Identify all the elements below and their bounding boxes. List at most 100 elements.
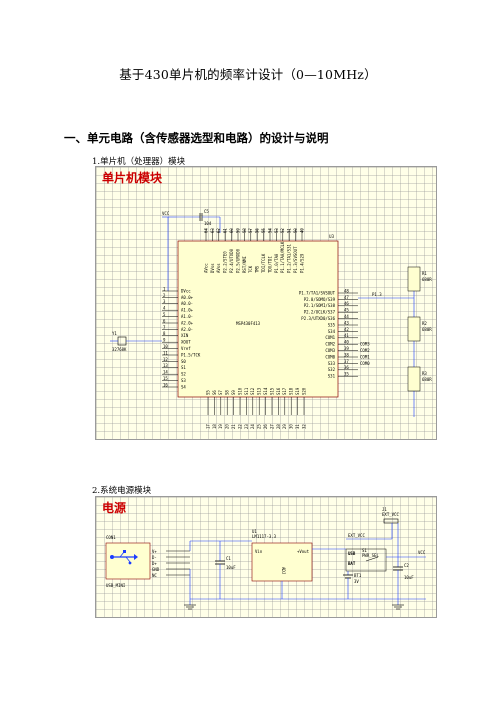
bottom-pin-number: 29 bbox=[282, 424, 287, 429]
resistor-body bbox=[407, 316, 421, 342]
chip-name: MSP430F413 bbox=[236, 321, 261, 326]
top-pin-label: P2.5/URXD0 bbox=[235, 248, 240, 273]
resistor-value: 680R bbox=[422, 277, 432, 282]
top-pin-number: 55 bbox=[261, 228, 266, 233]
right-pin-number: 43 bbox=[344, 320, 349, 325]
crystal-value: 32768K bbox=[112, 347, 127, 352]
bottom-pin-number: 28 bbox=[276, 424, 281, 429]
right-pin-number: 37 bbox=[344, 359, 349, 364]
right-pin-number: 47 bbox=[344, 295, 349, 300]
left-pin-number: 8 bbox=[163, 331, 166, 336]
top-pin-label: TDI/TCLK bbox=[261, 253, 266, 273]
left-pin-number: 16 bbox=[163, 382, 168, 387]
top-pin-label: AVcc bbox=[203, 263, 208, 273]
c2-value: 10uF bbox=[404, 575, 414, 580]
top-pin-label: TCK bbox=[248, 265, 253, 273]
bottom-pin-number: 22 bbox=[237, 424, 242, 429]
resistor-value: 680R bbox=[422, 377, 432, 382]
top-pin-number: 59 bbox=[235, 228, 240, 233]
top-pin-number: 54 bbox=[267, 228, 272, 233]
bottom-pin-label: S18 bbox=[289, 387, 294, 395]
top-pin-label: P2.4/UTXD0 bbox=[229, 248, 234, 273]
left-pin-label: S0 bbox=[181, 359, 186, 364]
bottom-pin-label: S8 bbox=[225, 390, 230, 395]
right-pin-number: 45 bbox=[344, 308, 349, 313]
bottom-pin-label: S17 bbox=[282, 387, 287, 395]
jumper-ref: J1 bbox=[382, 507, 387, 512]
left-pin-label: DVcc bbox=[181, 288, 191, 293]
top-pin-label: AVss bbox=[216, 263, 221, 273]
usb-pin-1: V+ bbox=[152, 549, 157, 554]
top-pin-label: P1.4/S29 bbox=[299, 253, 304, 273]
left-pin-number: 12 bbox=[163, 357, 168, 362]
resistor-ref: R2 bbox=[422, 321, 427, 326]
top-pin-number: 62 bbox=[216, 228, 221, 233]
resistor-body bbox=[407, 266, 421, 292]
net-label-p13: P1.3 bbox=[372, 292, 382, 297]
right-pin-label: P2.0/SOMO/S39 bbox=[304, 297, 336, 302]
right-pin-net: COM1 bbox=[360, 354, 370, 359]
resistor-value: 680R bbox=[422, 327, 432, 332]
right-pin-net: COM0 bbox=[360, 361, 370, 366]
top-pin-number: 56 bbox=[255, 228, 260, 233]
left-pin-number: 14 bbox=[163, 370, 168, 375]
bottom-pin-label: S14 bbox=[263, 387, 268, 395]
battery-value: 3V bbox=[354, 579, 359, 584]
right-pin-number: 36 bbox=[344, 365, 349, 370]
crystal-symbol bbox=[117, 336, 127, 346]
right-pin-label: COM1 bbox=[325, 335, 335, 340]
right-pin-number: 38 bbox=[344, 352, 349, 357]
left-pin-number: 7 bbox=[163, 325, 166, 330]
bottom-pin-label: S5 bbox=[205, 390, 210, 395]
jumper-j1[interactable] bbox=[383, 518, 399, 524]
bottom-pin-number: 23 bbox=[244, 424, 249, 429]
bottom-pin-number: 19 bbox=[218, 424, 223, 429]
top-pin-label: P1.1/TA0/MCLK bbox=[280, 241, 285, 273]
left-pin-number: 1 bbox=[163, 286, 166, 291]
left-pin-number: 11 bbox=[163, 350, 168, 355]
left-pin-label: Vref bbox=[181, 346, 191, 351]
usb-pin-2: D- bbox=[152, 555, 157, 560]
bottom-pin-number: 25 bbox=[257, 424, 262, 429]
bottom-pin-label: S7 bbox=[218, 390, 223, 395]
switch-ref: S1 bbox=[362, 548, 367, 553]
left-pin-label: S2 bbox=[181, 372, 186, 377]
chip-body bbox=[177, 240, 339, 398]
bottom-pin-label: S20 bbox=[301, 387, 306, 395]
left-pin-label: S4 bbox=[181, 384, 186, 389]
usb-pin-4: GND bbox=[152, 567, 160, 572]
power-select-switch[interactable] bbox=[345, 548, 387, 572]
subsection-mcu-label: 1.单片机（处理器）模块 bbox=[92, 157, 186, 167]
usb-ref: CON1 bbox=[106, 535, 116, 540]
left-pin-number: 6 bbox=[163, 318, 166, 323]
usb-icon bbox=[110, 550, 138, 565]
left-pin-number: 9 bbox=[163, 338, 166, 343]
right-pin-label: P2.2/UCLK/S37 bbox=[304, 310, 336, 315]
jumper-net: EXT_VCC bbox=[382, 512, 399, 517]
c1-value: 10uF bbox=[226, 565, 236, 570]
top-pin-number: 49 bbox=[299, 228, 304, 233]
bottom-pin-number: 21 bbox=[231, 424, 236, 429]
bottom-pin-number: 24 bbox=[250, 424, 255, 429]
top-pin-number: 63 bbox=[210, 228, 215, 233]
left-pin-label: A1.0+ bbox=[181, 308, 194, 313]
top-pin-number: 64 bbox=[203, 228, 208, 233]
top-pin-label: TDO/TDI bbox=[267, 256, 272, 273]
right-pin-label: S33 bbox=[328, 361, 336, 366]
right-pin-label: S31 bbox=[328, 374, 336, 379]
crystal-ref: Y1 bbox=[112, 331, 117, 336]
right-pin-label: COM2 bbox=[325, 342, 335, 347]
top-pin-number: 51 bbox=[287, 228, 292, 233]
right-pin-label: P2.1/SOMI/S38 bbox=[304, 303, 336, 308]
right-pin-number: 39 bbox=[344, 346, 349, 351]
left-pin-number: 15 bbox=[163, 376, 168, 381]
usb-connector bbox=[105, 542, 151, 580]
switch-name: PWR_SEL bbox=[362, 553, 379, 558]
left-pin-label: A1.0- bbox=[181, 314, 193, 319]
regulator-vin: Vin bbox=[255, 549, 263, 554]
bottom-pin-number: 32 bbox=[301, 424, 306, 429]
right-pin-number: 46 bbox=[344, 301, 349, 306]
right-pin-label: S35 bbox=[328, 322, 336, 327]
